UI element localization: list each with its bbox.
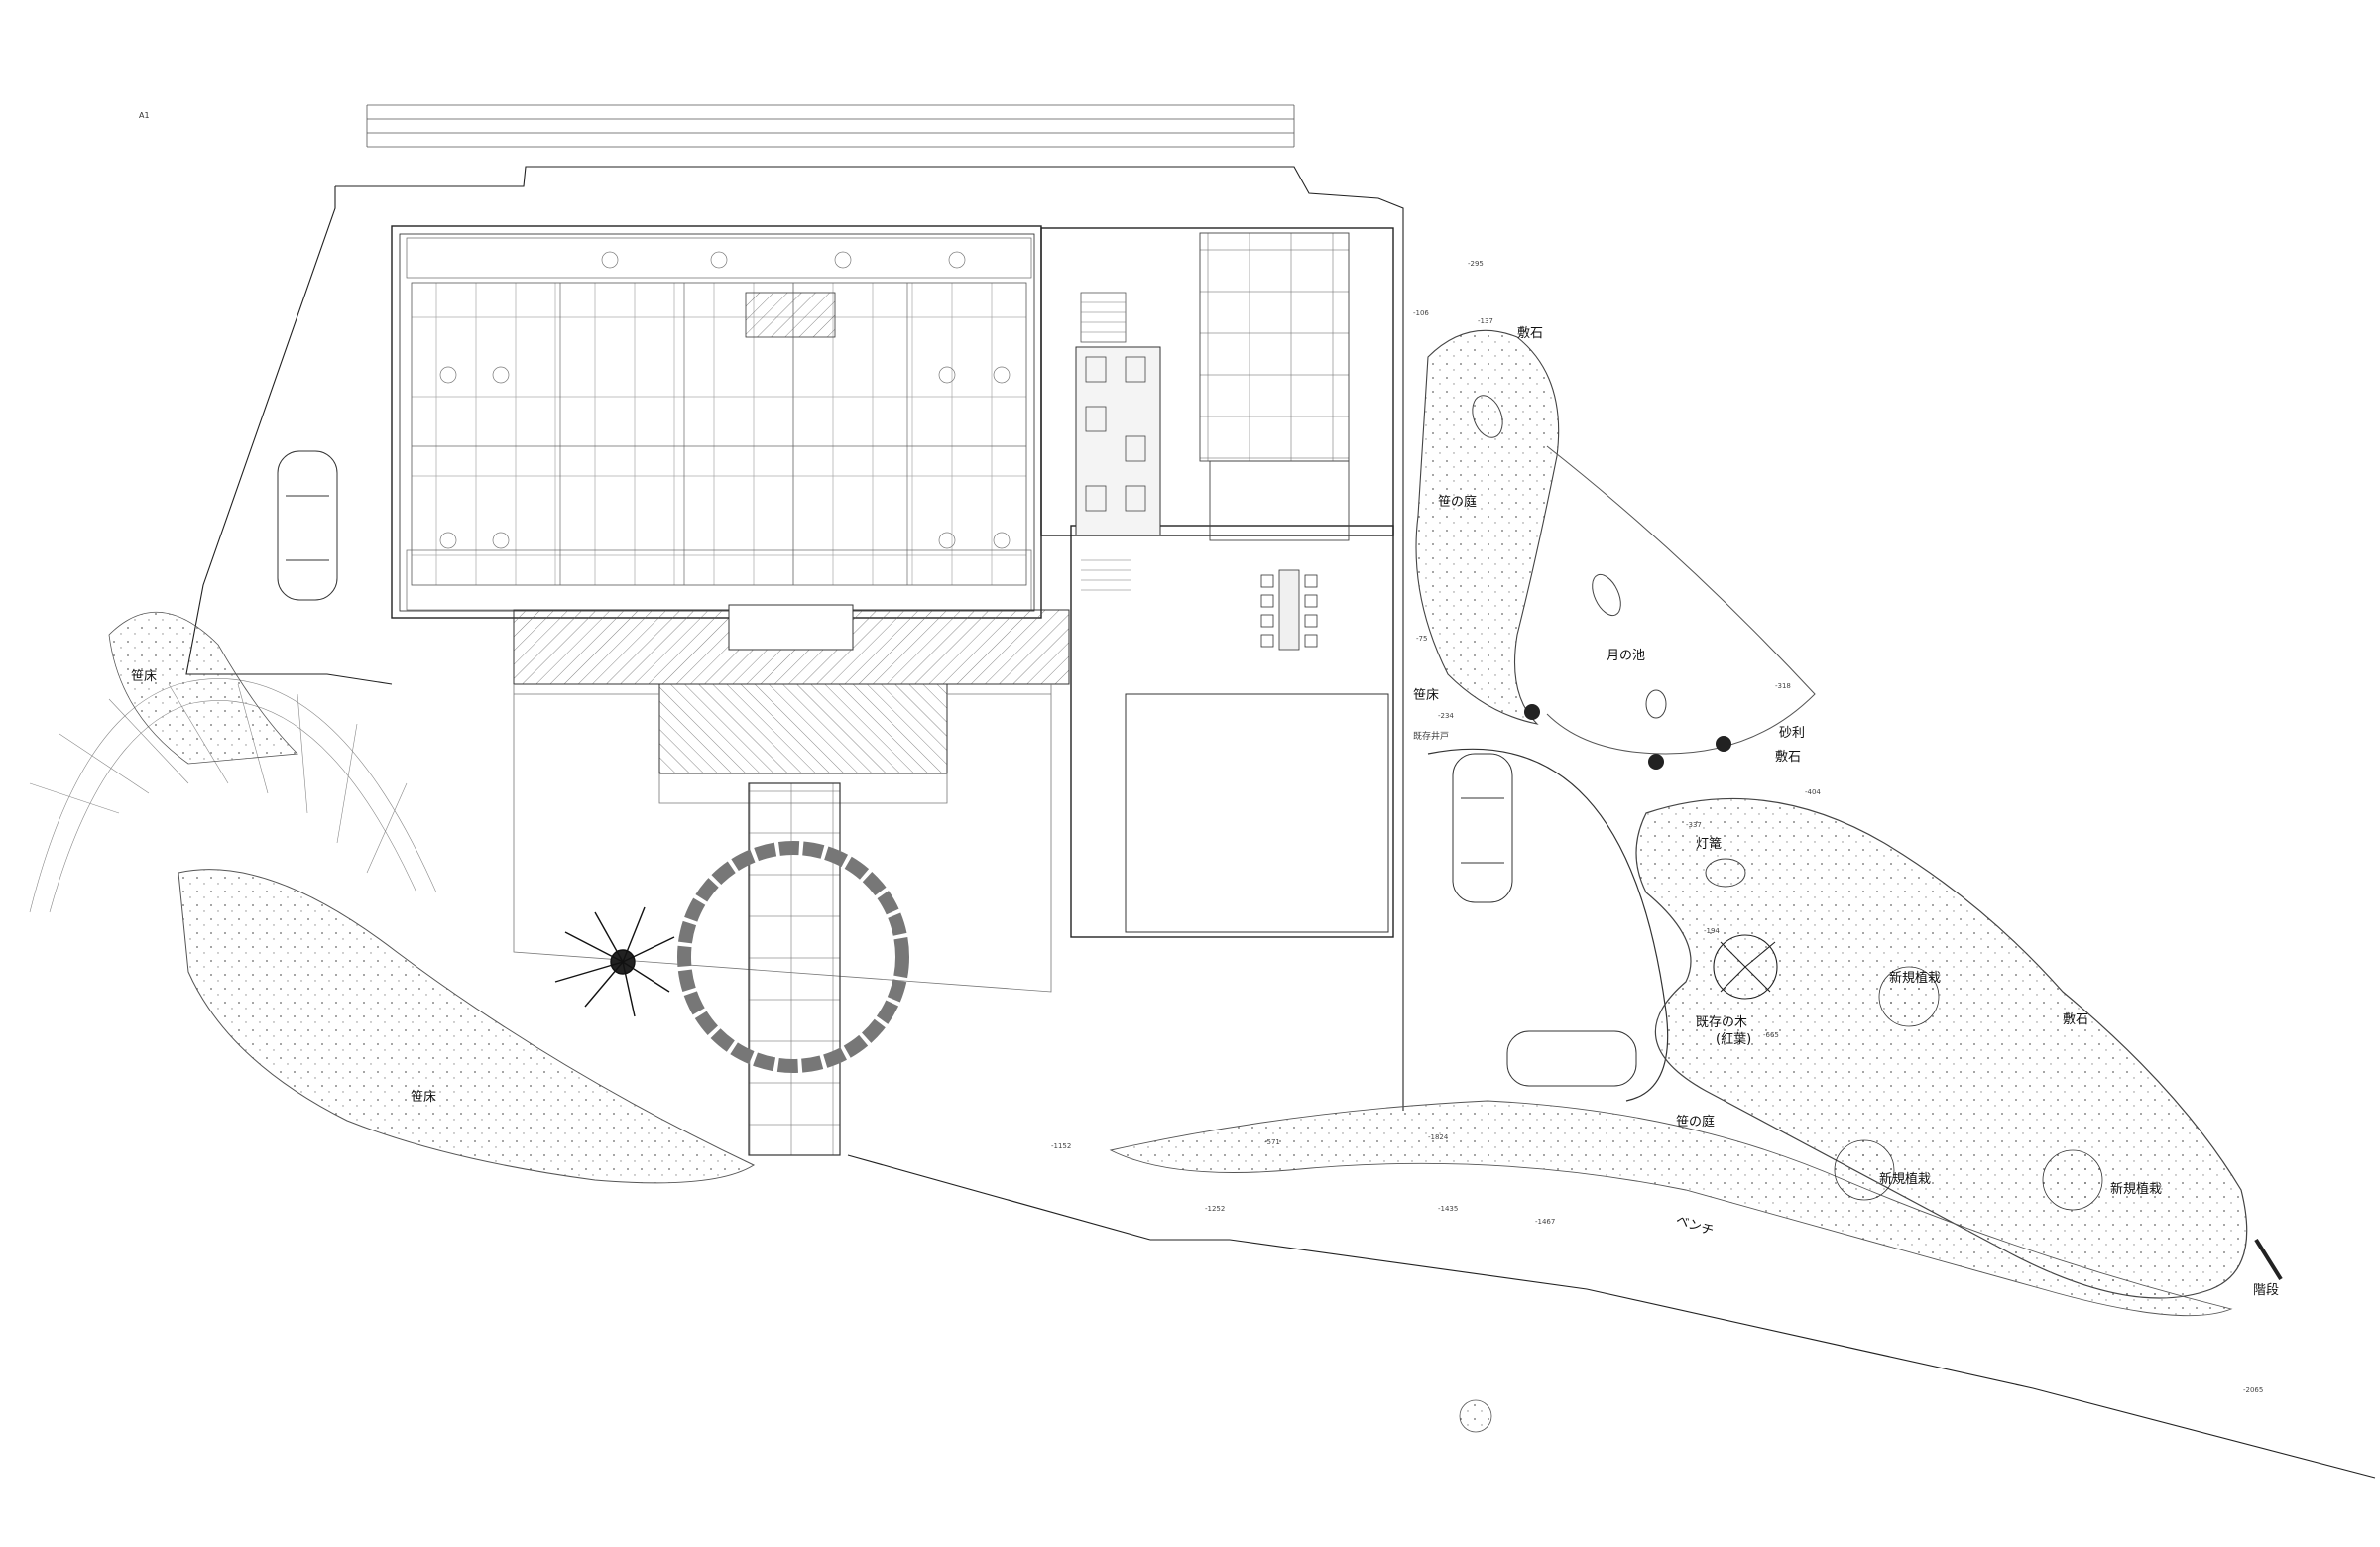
interior-walls (412, 283, 1026, 585)
meeting-chairs (1260, 574, 1318, 648)
label-new-planting-1: 新規植栽 (1889, 971, 1942, 986)
level-mark: -194 (1704, 927, 1720, 935)
label-lantern: 灯篭 (1696, 837, 1723, 852)
car-left (277, 450, 338, 601)
dining-room (1125, 693, 1389, 933)
label-stairs: 階段 (2253, 1283, 2280, 1298)
engawa-corridor (406, 237, 1032, 279)
level-mark: -75 (1416, 635, 1428, 643)
terrace-hatch-center (658, 683, 948, 774)
kitchen (1209, 460, 1350, 541)
stairs-end (2254, 1238, 2283, 1281)
label-existing-well: 既存井戸 (1413, 732, 1450, 742)
label-jari: 砂利 (1779, 726, 1806, 741)
toilet-block (1075, 346, 1161, 536)
level-mark: -1152 (1051, 1142, 1072, 1150)
stair-treads (1081, 301, 1130, 591)
dark-shrubs (1524, 704, 1731, 770)
pond-stones (1472, 395, 1746, 888)
label-existing-tree-1: 既存の木 (1696, 1015, 1748, 1030)
label-sasa-garden-2: 笹の庭 (1676, 1115, 1716, 1130)
level-mark: -337 (1686, 821, 1702, 829)
sheet-id: A1 (139, 111, 150, 120)
level-mark: -106 (1413, 309, 1429, 317)
label-shikiishi-1: 敷石 (1517, 326, 1544, 341)
label-new-planting-3: 新規植栽 (2110, 1182, 2163, 1197)
entry-step (728, 604, 854, 651)
level-mark: -404 (1805, 788, 1821, 796)
label-sasa-garden-1: 笹の庭 (1438, 495, 1478, 510)
label-sasadoko-mid: 笹床 (1413, 688, 1440, 703)
level-mark: -1435 (1438, 1205, 1459, 1213)
label-sasadoko-left: 笹床 (131, 669, 158, 684)
sasa-bed-left (178, 869, 756, 1184)
level-mark: -571 (1264, 1138, 1280, 1146)
level-mark: -665 (1763, 1031, 1779, 1039)
label-tsuki-pond: 月の池 (1606, 649, 1646, 663)
east-wing-rooms (1199, 232, 1350, 462)
level-mark: -1467 (1535, 1218, 1556, 1226)
label-new-planting-2: 新規植栽 (1879, 1172, 1932, 1187)
toilet-fixtures (1085, 356, 1146, 512)
column-circles (439, 251, 1011, 549)
stone-path (748, 782, 841, 1156)
meeting-table (1278, 569, 1300, 651)
main-hall-tatami (411, 282, 1027, 586)
roof-edge-lines (366, 104, 1295, 148)
new-tree-3 (2042, 1149, 2103, 1211)
courtyard-tree (554, 906, 675, 1017)
tokonoma (745, 292, 836, 338)
car-right (1452, 753, 1637, 1087)
level-mark: -1252 (1205, 1205, 1226, 1213)
driveway-curve (1427, 748, 1669, 1102)
label-shikiishi-3: 敷石 (2063, 1012, 2089, 1027)
level-mark: -1824 (1428, 1133, 1449, 1141)
level-mark: -295 (1468, 260, 1484, 268)
small-shrub-bottom (1459, 1399, 1492, 1433)
shrub-left-upper (108, 612, 298, 765)
shrub-band-bottom (1109, 1100, 2233, 1317)
level-mark: -318 (1775, 682, 1791, 690)
new-tree-2 (1834, 1139, 1895, 1201)
level-mark: -137 (1478, 317, 1493, 325)
circular-stone-ring (677, 841, 909, 1073)
label-shikiishi-2: 敷石 (1775, 750, 1802, 765)
level-mark: -234 (1438, 712, 1454, 720)
label-sasadoko-bottom: 笹床 (411, 1090, 437, 1105)
garden-upper-right (1415, 329, 1560, 725)
label-existing-tree-2: (紅葉) (1716, 1032, 1752, 1047)
stair-left (1080, 292, 1127, 343)
new-tree-1 (1878, 966, 1940, 1027)
site-boundary (185, 166, 2376, 1479)
existing-maple (1713, 934, 1778, 1000)
pond-edge (1546, 445, 1816, 755)
level-mark: -2065 (2243, 1386, 2264, 1394)
